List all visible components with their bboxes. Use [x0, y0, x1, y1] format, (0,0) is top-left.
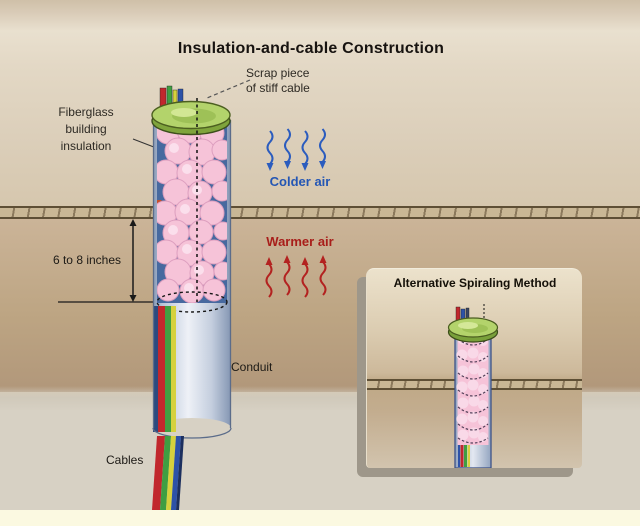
insulation-bottom-dashed-ellipse: [156, 291, 228, 313]
diagram-title: Insulation-and-cable Construction: [177, 40, 445, 57]
conduit-illustration: [151, 85, 232, 510]
cables-label: Cables: [106, 453, 144, 467]
warmer-air-label: Warmer air: [266, 234, 334, 249]
inset-panel-body: Alternative Spiraling Method: [366, 268, 582, 468]
cables-bundle-bottom: [152, 436, 184, 510]
background-ceiling-area: [0, 0, 640, 206]
conduit-tube-edges: [152, 120, 232, 439]
background-bottom-strip: [0, 510, 640, 526]
inset-spiral-dashed-lines: [457, 338, 489, 444]
conduit-label: Conduit: [231, 360, 273, 374]
cables-inside-conduit: [153, 306, 176, 432]
inset-conduit-illustration: [447, 304, 499, 468]
inset-insulation-cap: [447, 317, 499, 343]
fiberglass-label: Fiberglass building insulation: [58, 105, 114, 153]
scrap-cable-label: Scrap piece of stiff cable: [246, 66, 310, 95]
inset-cables-inside: [458, 445, 470, 467]
ceiling-deck-hatched-band: [0, 206, 640, 219]
depth-label: 6 to 8 inches: [52, 253, 122, 267]
colder-air-label: Colder air: [269, 174, 331, 189]
insulation-cap: [151, 100, 231, 136]
inset-title: Alternative Spiraling Method: [393, 276, 557, 290]
inset-panel: Alternative Spiraling Method: [357, 268, 583, 478]
